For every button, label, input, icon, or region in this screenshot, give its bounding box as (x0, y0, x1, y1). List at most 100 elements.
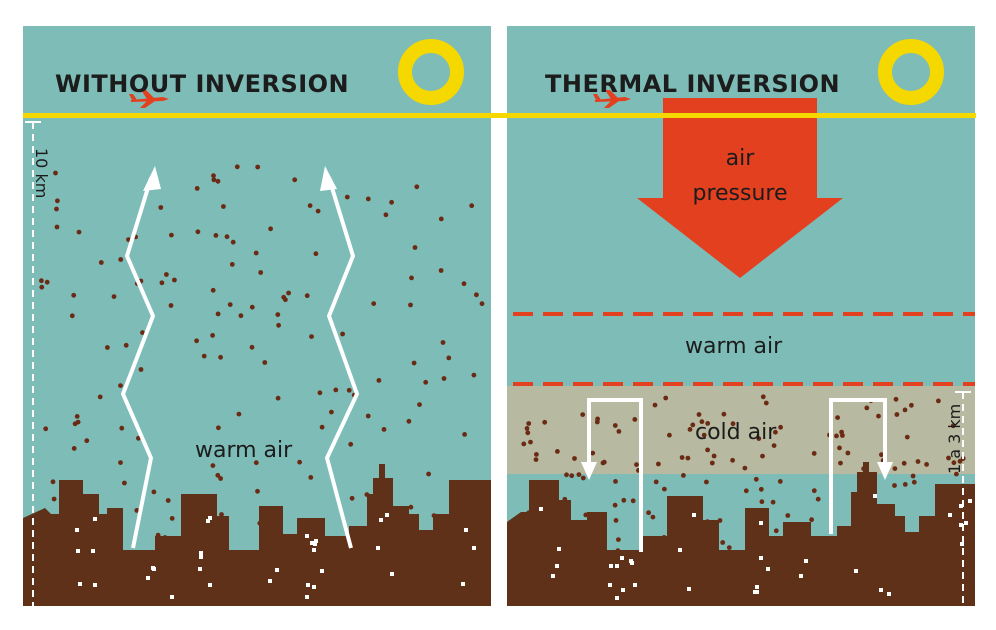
particle-dot (876, 413, 881, 419)
particle-dot (229, 262, 235, 267)
particle-dot (169, 516, 175, 521)
window-light (799, 574, 803, 578)
particle-dot (760, 453, 765, 459)
particle-dot (409, 275, 414, 281)
panel-title: THERMAL INVERSION (545, 70, 841, 98)
particle-dot (701, 432, 707, 438)
particle-dot (50, 479, 56, 485)
particle-dot (580, 412, 586, 417)
particle-dot (730, 421, 736, 427)
window-light (93, 517, 97, 521)
particle-dot (118, 460, 123, 465)
particle-dot (572, 456, 577, 461)
particle-dot (281, 294, 287, 300)
window-light (93, 583, 97, 587)
particle-dot (39, 284, 45, 290)
air-pressure-arrow (637, 98, 843, 278)
window-light (968, 499, 972, 503)
window-light (608, 583, 612, 587)
window-light (379, 518, 383, 522)
particle-dot (773, 429, 778, 435)
particle-dot (55, 198, 60, 204)
air-pressure-label-line2: pressure (692, 181, 788, 206)
particle-dot (753, 476, 759, 482)
particle-dot (839, 429, 844, 435)
particle-dot (169, 232, 174, 238)
particle-dot (210, 287, 216, 293)
particle-dot (901, 460, 907, 466)
particle-dot (600, 460, 606, 466)
particle-dot (650, 514, 656, 520)
particle-dot (441, 376, 447, 381)
panel-without-inversion: WITHOUT INVERSION warm air 10 km (23, 26, 491, 606)
window-light (461, 582, 465, 586)
window-light (804, 559, 808, 563)
airplane-icon (129, 90, 169, 108)
window-light (615, 596, 619, 600)
particle-dot (340, 331, 345, 337)
particle-dot (721, 411, 727, 417)
particle-dot (771, 443, 777, 448)
particle-dot (236, 411, 242, 417)
particle-dot (411, 360, 417, 366)
particle-dot (438, 216, 444, 222)
panel-title: WITHOUT INVERSION (55, 70, 350, 98)
particle-dot (417, 402, 422, 407)
window-light (959, 523, 963, 527)
particle-dot (408, 504, 414, 510)
particle-dot (630, 498, 636, 504)
particle-dot (612, 502, 618, 508)
particle-dot (758, 486, 764, 492)
window-light (551, 574, 555, 578)
particle-dot (526, 421, 532, 426)
arrowhead-trapped-left (581, 462, 597, 480)
air-pressure-label-line1: air (725, 146, 755, 171)
particle-dot (164, 272, 169, 277)
window-light (268, 579, 272, 583)
window-light (854, 569, 858, 573)
particle-dot (201, 353, 207, 359)
particle-dot (613, 479, 618, 484)
window-light (275, 568, 279, 572)
particle-dot (313, 251, 319, 257)
window-light (964, 521, 968, 525)
particle-dot (621, 497, 627, 503)
particle-dot (118, 383, 123, 388)
window-light (472, 546, 476, 550)
particle-dot (726, 545, 732, 550)
window-light (78, 582, 82, 586)
particle-dot (462, 432, 467, 437)
window-light (759, 521, 763, 525)
particle-dot (569, 473, 575, 479)
particle-dot (218, 354, 224, 360)
particle-dot (696, 412, 702, 417)
window-light (305, 534, 309, 538)
particle-dot (667, 432, 672, 438)
trapped-air-loop-right (829, 398, 887, 534)
window-light (678, 548, 682, 552)
window-light (312, 548, 316, 552)
window-light (621, 588, 625, 592)
window-light (312, 585, 316, 589)
particle-dot (249, 344, 255, 350)
arrowhead-trapped-right (877, 462, 893, 480)
particle-dot (479, 301, 485, 307)
particle-dot (763, 400, 769, 406)
particle-dot (533, 457, 539, 462)
particle-dot (525, 430, 531, 436)
particle-dot (371, 301, 377, 306)
particle-dot (349, 495, 355, 501)
particle-dot (138, 367, 144, 372)
particle-dot (43, 426, 49, 432)
particle-dot (616, 429, 622, 434)
particle-dot (308, 475, 314, 480)
particle-dot (815, 496, 821, 502)
particle-dot (760, 394, 766, 400)
particle-dot (893, 396, 899, 402)
window-light (208, 516, 212, 520)
particle-dot (469, 203, 475, 209)
particle-dot (76, 229, 82, 235)
particle-dot (743, 488, 749, 494)
arrowhead-left (143, 166, 161, 191)
window-light (615, 564, 619, 568)
